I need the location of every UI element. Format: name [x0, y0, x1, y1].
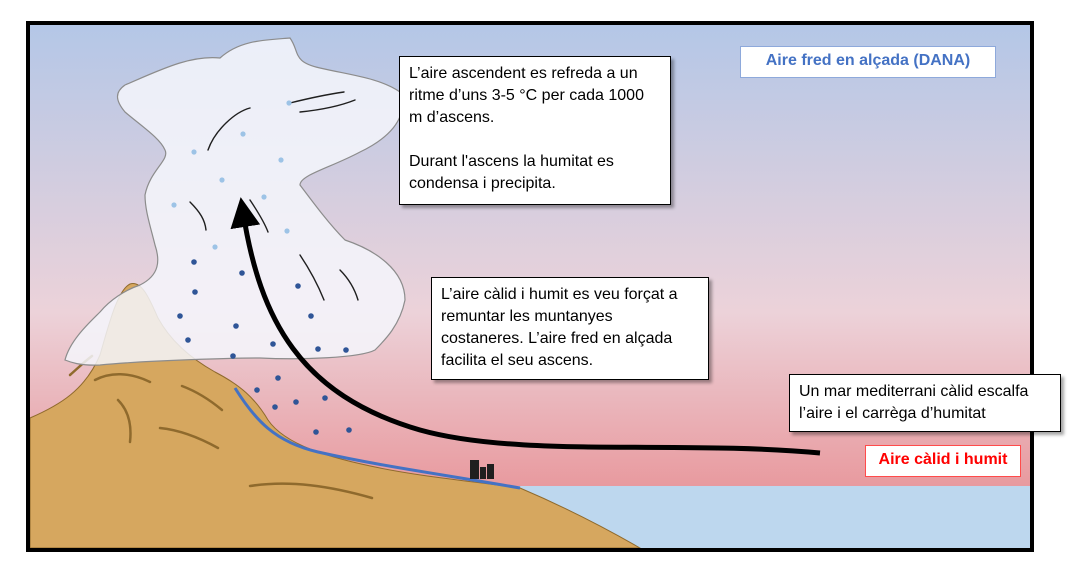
- callout-cooling: L’aire ascendent es refreda a un ritme d…: [399, 56, 671, 205]
- label-cold-air: Aire fred en alçada (DANA): [740, 46, 996, 78]
- callout-sea: Un mar mediterrani càlid escalfa l’aire …: [789, 374, 1061, 432]
- callout-forced-ascent-text: L’aire càlid i humit es veu forçat a rem…: [441, 286, 678, 369]
- town-icon: [470, 460, 494, 479]
- precipitation-light: [171, 100, 292, 250]
- precipitation-heavy: [177, 259, 352, 435]
- humid-slope-line: [233, 387, 521, 490]
- diagram-frame: [26, 21, 1034, 552]
- cloud-swirls: [189, 91, 359, 301]
- callout-cooling-text-1: L’aire ascendent es refreda a un ritme d…: [409, 65, 644, 126]
- airflow-arrow: [230, 197, 821, 456]
- callout-sea-text: Un mar mediterrani càlid escalfa l’aire …: [799, 383, 1029, 422]
- callout-cooling-text-2: Durant l'ascens la humitat es condensa i…: [409, 153, 614, 192]
- label-warm-air: Aire càlid i humit: [865, 445, 1021, 477]
- callout-forced-ascent: L’aire càlid i humit es veu forçat a rem…: [431, 277, 709, 380]
